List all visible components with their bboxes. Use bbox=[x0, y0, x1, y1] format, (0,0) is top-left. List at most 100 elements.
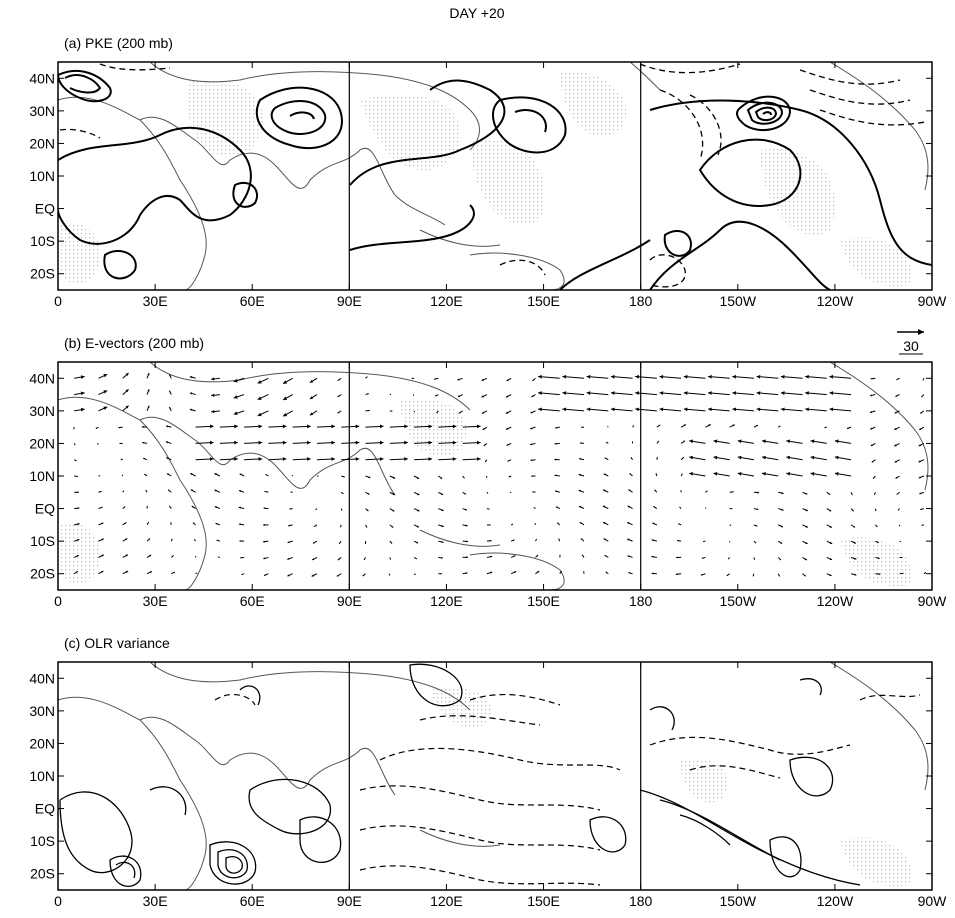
e-vector-head bbox=[586, 391, 591, 395]
e-vector-head bbox=[80, 375, 85, 379]
e-vector-head bbox=[805, 509, 808, 512]
e-vector-head bbox=[875, 510, 877, 511]
e-vector-head bbox=[307, 440, 311, 445]
e-vector bbox=[610, 408, 633, 412]
e-vector-head bbox=[737, 455, 742, 460]
e-vector-head bbox=[368, 409, 370, 412]
e-vector-head bbox=[506, 395, 509, 398]
e-vector-head bbox=[755, 525, 758, 527]
e-vector bbox=[659, 392, 682, 396]
e-vector-head bbox=[337, 379, 340, 381]
e-vector-head bbox=[531, 475, 533, 477]
e-vector-head bbox=[477, 457, 481, 461]
x-tick-label: 120E bbox=[430, 893, 463, 909]
e-vector-head bbox=[532, 379, 535, 381]
x-tick-label: 60E bbox=[240, 593, 265, 609]
e-vector-head bbox=[165, 425, 169, 428]
y-tick-label: EQ bbox=[35, 801, 55, 817]
e-vector-head bbox=[829, 541, 833, 544]
central-meridians bbox=[348, 362, 642, 590]
e-vector-head bbox=[487, 492, 489, 494]
e-vector-head bbox=[477, 424, 481, 429]
e-vector-head bbox=[586, 374, 591, 379]
e-vector-head bbox=[627, 522, 630, 525]
e-vector-head bbox=[141, 425, 144, 428]
e-vector-head bbox=[683, 440, 686, 443]
e-vector-head bbox=[147, 389, 150, 392]
e-vector bbox=[635, 408, 657, 412]
e-vector-head bbox=[118, 426, 121, 429]
e-vector-head bbox=[731, 508, 733, 510]
e-vector-head bbox=[416, 525, 419, 528]
contours-negative bbox=[59, 63, 926, 288]
e-vector bbox=[805, 392, 827, 396]
e-vector-head bbox=[732, 424, 735, 427]
e-vector-head bbox=[603, 489, 606, 492]
e-vector-head bbox=[101, 571, 104, 573]
e-vector-head bbox=[654, 489, 656, 492]
e-vector bbox=[538, 408, 560, 412]
e-vector-head bbox=[147, 373, 150, 376]
e-vector-head bbox=[805, 391, 809, 395]
e-vector-head bbox=[605, 571, 608, 573]
e-vector bbox=[610, 392, 633, 396]
e-vector bbox=[732, 408, 755, 412]
e-vector-head bbox=[852, 509, 854, 512]
e-vector bbox=[635, 392, 657, 396]
e-vector-head bbox=[689, 439, 693, 444]
e-vector-head bbox=[336, 574, 339, 577]
e-vector-head bbox=[77, 507, 80, 510]
e-vector-head bbox=[708, 374, 712, 379]
e-vector-head bbox=[233, 411, 238, 416]
e-vector-head bbox=[895, 395, 898, 397]
e-vector bbox=[829, 408, 852, 412]
e-vector-head bbox=[559, 554, 561, 556]
e-vector-head bbox=[581, 426, 583, 428]
e-vector-head bbox=[391, 410, 393, 412]
e-vector-head bbox=[682, 457, 684, 459]
e-vector-head bbox=[578, 473, 581, 476]
e-vector-head bbox=[870, 444, 873, 446]
e-vector-head bbox=[834, 455, 839, 460]
e-vector-head bbox=[582, 554, 584, 557]
e-vector-head bbox=[732, 491, 734, 493]
e-vector bbox=[562, 392, 585, 396]
e-vector-head bbox=[805, 407, 809, 412]
e-vector-head bbox=[689, 455, 693, 460]
x-tick-label: 30E bbox=[143, 293, 168, 309]
e-vector-head bbox=[238, 506, 241, 509]
e-vector-head bbox=[452, 440, 457, 445]
e-vector-head bbox=[805, 492, 808, 495]
e-vector-head bbox=[676, 556, 678, 559]
e-vector-head bbox=[101, 522, 104, 525]
e-vector bbox=[586, 392, 609, 396]
e-vector-head bbox=[628, 572, 631, 574]
x-tick-label: 0 bbox=[54, 893, 62, 909]
e-vector-head bbox=[189, 392, 193, 395]
e-vector-head bbox=[580, 538, 583, 540]
e-vector-head bbox=[379, 440, 384, 445]
e-vector-head bbox=[239, 490, 242, 493]
e-vector-head bbox=[169, 505, 171, 508]
y-tick-label: 40N bbox=[29, 670, 55, 686]
e-vector-head bbox=[829, 525, 832, 528]
e-vector-head bbox=[289, 508, 291, 510]
e-vector-head bbox=[95, 427, 98, 429]
e-vector bbox=[683, 408, 706, 412]
e-vector-head bbox=[829, 407, 834, 412]
e-vector-head bbox=[779, 425, 781, 427]
e-vector-head bbox=[458, 411, 461, 414]
e-vector-head bbox=[100, 506, 103, 509]
e-vector-head bbox=[894, 411, 897, 414]
e-vector-head bbox=[920, 411, 923, 414]
x-tick-label: 90W bbox=[918, 293, 948, 309]
e-vector bbox=[659, 375, 682, 379]
e-vector-head bbox=[786, 471, 791, 476]
e-vector-head bbox=[148, 538, 151, 540]
e-vector bbox=[708, 408, 730, 412]
e-vector-head bbox=[74, 444, 76, 446]
figure-title: DAY +20 bbox=[449, 5, 504, 21]
e-vector-head bbox=[265, 474, 267, 476]
e-vector-head bbox=[119, 442, 121, 445]
